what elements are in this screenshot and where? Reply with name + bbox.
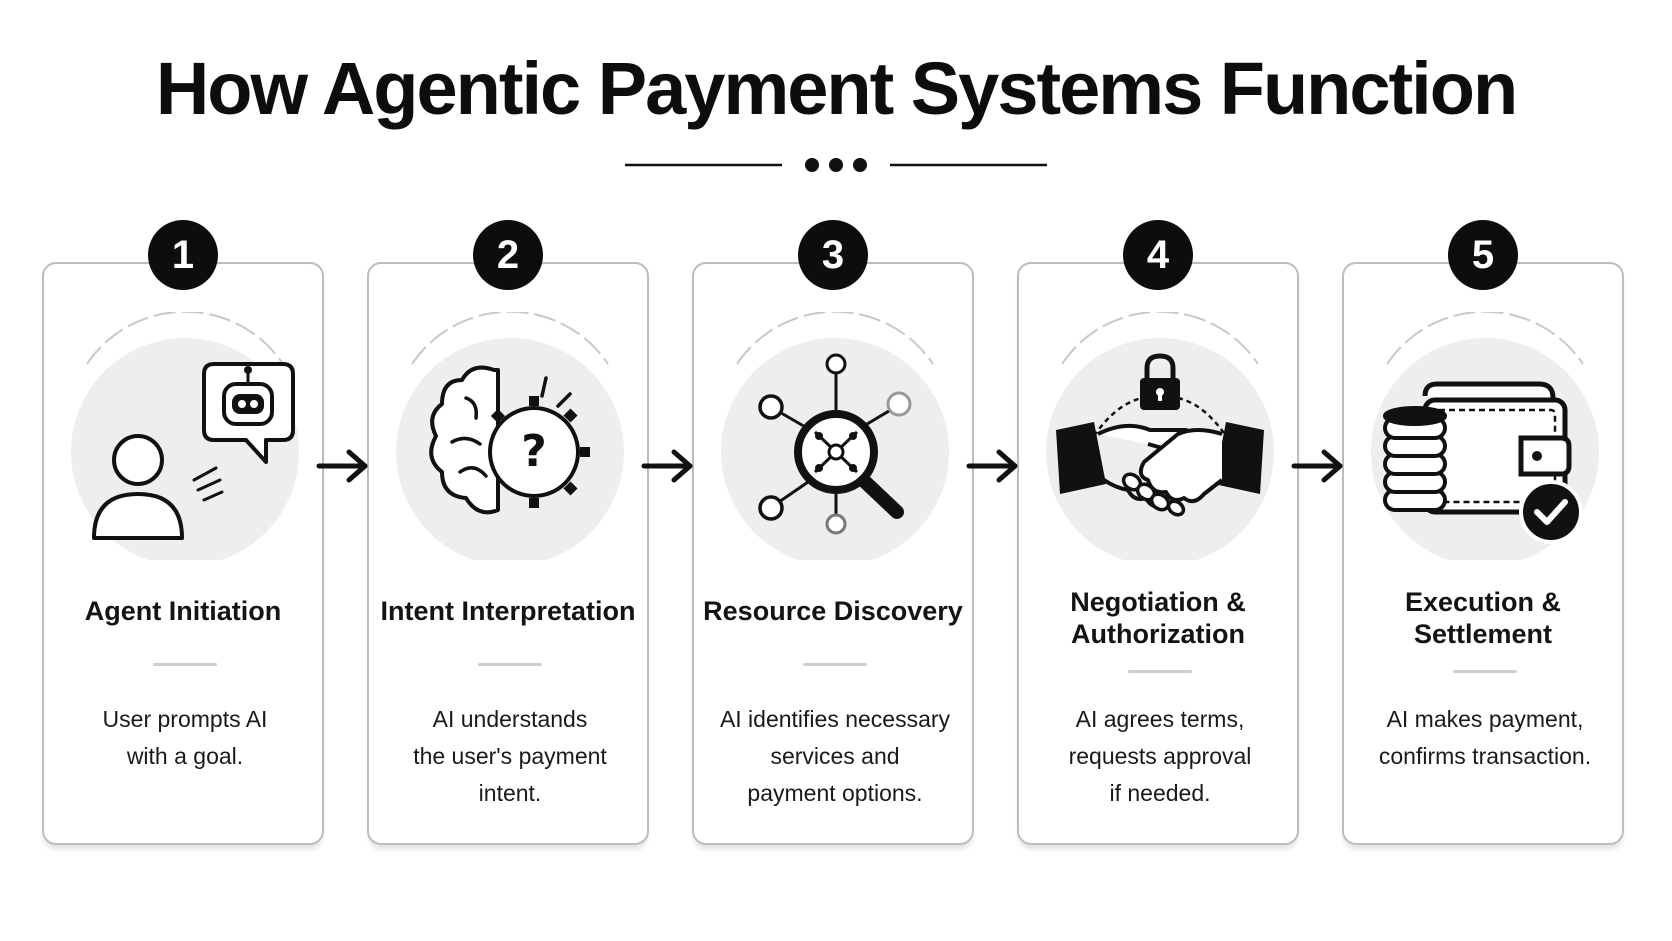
step-number-badge: 5 xyxy=(1448,220,1518,290)
step-rule xyxy=(153,663,217,666)
step-title: Intent Interpretation xyxy=(380,596,636,626)
step-number-badge: 1 xyxy=(148,220,218,290)
arrow-right-icon xyxy=(1291,449,1343,483)
step-card-agent-initiation: Agent Initiation User prompts AI with a … xyxy=(42,262,324,845)
title-divider xyxy=(625,158,1047,172)
step-number-badge: 3 xyxy=(798,220,868,290)
step-description: User prompts AI with a goal. xyxy=(102,706,268,769)
step-title: Execution & Settlement xyxy=(1404,587,1562,649)
step-title: Negotiation & Authorization xyxy=(1070,587,1246,649)
brain-gear-question-icon: ? xyxy=(396,312,624,560)
step-rule xyxy=(1453,670,1517,673)
step-rule xyxy=(1128,670,1192,673)
step-rule xyxy=(803,663,867,666)
step-description: AI agrees terms, requests approval if ne… xyxy=(1068,706,1252,806)
step-title: Resource Discovery xyxy=(703,596,963,626)
wallet-coins-check-icon xyxy=(1371,312,1599,560)
step-rule xyxy=(478,663,542,666)
user-with-robot-chat-icon xyxy=(71,312,299,560)
handshake-lock-icon xyxy=(1046,312,1274,560)
arrow-right-icon xyxy=(316,449,368,483)
svg-text:?: ? xyxy=(521,426,547,477)
page-title: How Agentic Payment Systems Function xyxy=(155,47,1518,130)
step-card-negotiation-authorization: Negotiation & Authorization AI agrees te… xyxy=(1017,262,1299,845)
magnifier-network-icon xyxy=(721,312,949,560)
step-card-execution-settlement: Execution & Settlement AI makes payment,… xyxy=(1342,262,1624,845)
arrow-right-icon xyxy=(966,449,1018,483)
step-title: Agent Initiation xyxy=(84,596,282,626)
step-number-badge: 2 xyxy=(473,220,543,290)
step-card-intent-interpretation: ? Intent Interpretation AI understands t… xyxy=(367,262,649,845)
step-description: AI identifies necessary services and pay… xyxy=(719,706,951,806)
step-card-resource-discovery: Resource Discovery AI identifies necessa… xyxy=(692,262,974,845)
step-description: AI understands the user's payment intent… xyxy=(413,706,607,806)
step-description: AI makes payment, confirms transaction. xyxy=(1378,706,1592,769)
arrow-right-icon xyxy=(641,449,693,483)
step-number-badge: 4 xyxy=(1123,220,1193,290)
